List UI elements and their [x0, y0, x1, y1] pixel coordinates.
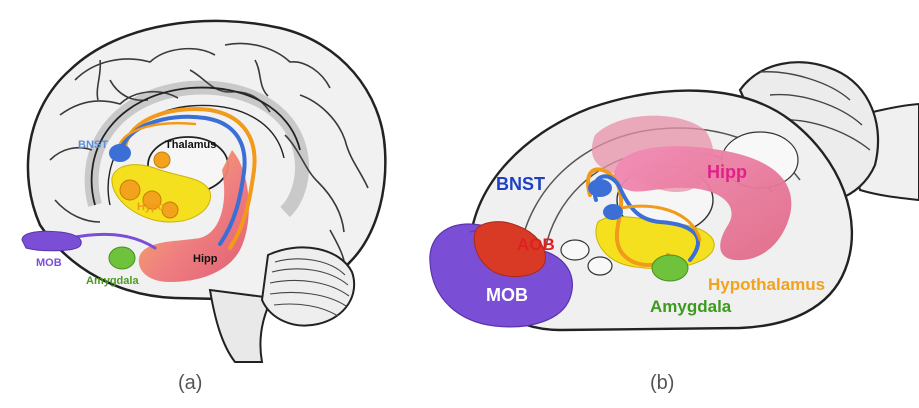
label-hipp-a: Hipp — [193, 253, 218, 265]
label-aob-b: AOB — [517, 235, 555, 254]
label-amygdala-b: Amygdala — [650, 297, 732, 316]
caption-b: (b) — [650, 372, 674, 395]
caption-a: (a) — [178, 372, 202, 395]
amygdala-b — [652, 255, 688, 281]
label-thalamus-a: Thalamus — [165, 139, 216, 151]
amygdala-a — [109, 247, 135, 269]
label-hypo-a: Hypo — [137, 201, 165, 213]
label-hypothalamus-b: Hypothalamus — [708, 275, 825, 294]
panel-b-mouse-brain: BNST Hipp AOB MOB Hypothalamus Amygdala — [430, 62, 919, 330]
mob-a — [22, 231, 81, 251]
label-hipp-b: Hipp — [707, 162, 747, 182]
panel-a-human-brain: BNST Thalamus Hypo Hipp MOB Amygdala — [22, 21, 385, 362]
label-mob-a: MOB — [36, 257, 62, 269]
label-bnst-a: BNST — [78, 139, 108, 151]
label-bnst-b: BNST — [496, 174, 545, 194]
label-amygdala-a: Amygdala — [86, 275, 139, 287]
bnst-a — [109, 144, 131, 162]
label-mob-b: MOB — [486, 285, 528, 305]
